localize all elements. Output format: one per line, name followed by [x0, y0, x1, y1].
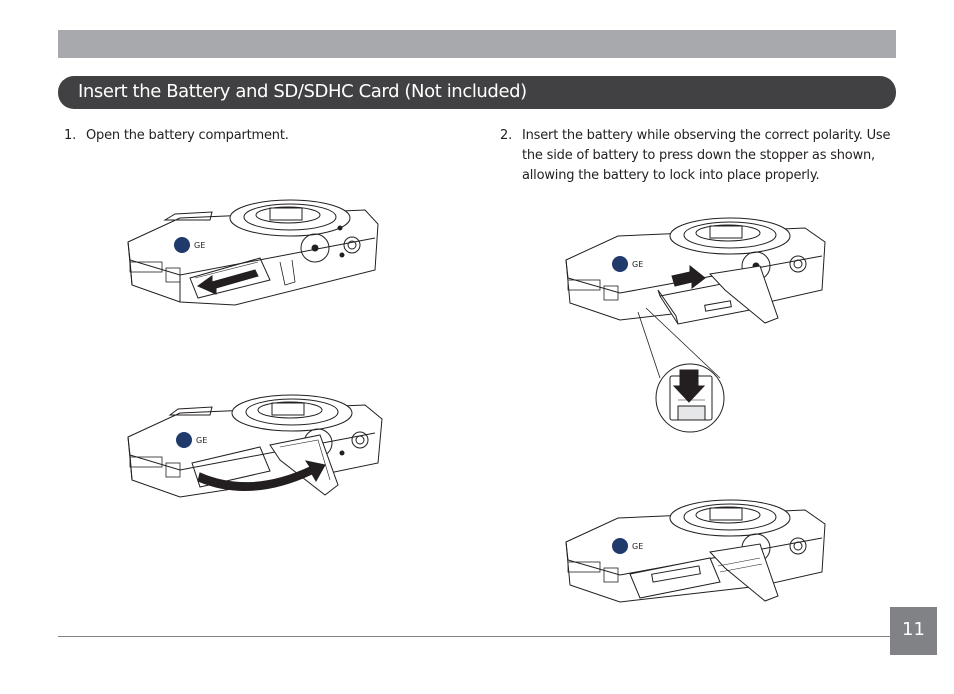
page-number: 11 [902, 619, 925, 640]
brand-mark: GE [194, 241, 205, 250]
step-2: 2. Insert the battery while observing th… [500, 126, 900, 190]
step-number: 2. [500, 128, 513, 143]
footer-rule [58, 636, 890, 637]
brand-mark: GE [632, 260, 643, 269]
page-number-box: 11 [890, 607, 937, 655]
battery-insert-illustration: GE [565, 217, 826, 433]
camera-slide-open-illustration: GE [127, 199, 379, 306]
brand-mark: GE [632, 542, 643, 551]
step-text: Insert the battery while observing the c… [522, 128, 891, 183]
section-title: Insert the Battery and SD/SDHC Card (Not… [78, 81, 527, 102]
step-text: Open the battery compartment. [86, 128, 289, 143]
step-1: 1. Open the battery compartment. [64, 126, 444, 148]
brand-mark: GE [196, 436, 207, 445]
battery-inserted-illustration: GE [565, 499, 826, 603]
step-number: 1. [64, 128, 77, 143]
section-header: Insert the Battery and SD/SDHC Card (Not… [58, 76, 896, 109]
top-gray-bar [58, 30, 896, 58]
camera-door-open-illustration: GE [127, 394, 383, 498]
